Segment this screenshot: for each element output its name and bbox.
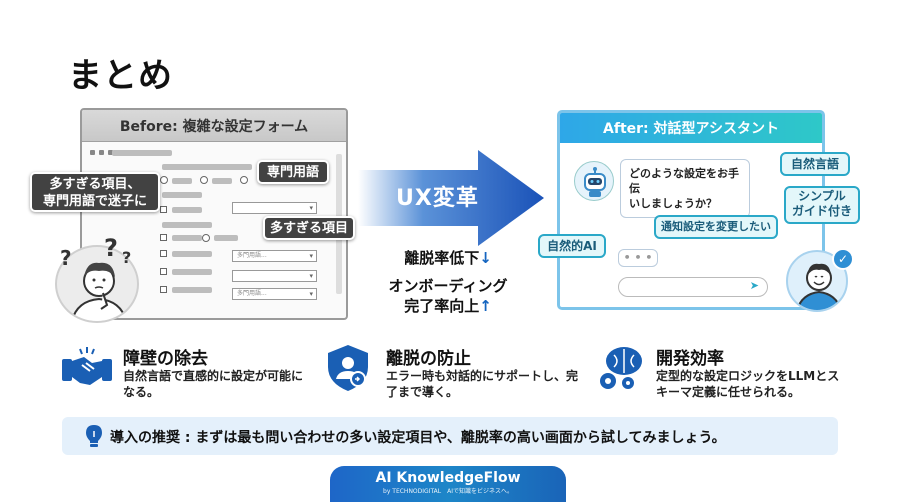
- benefit-title: 開発効率: [656, 349, 724, 369]
- radio-button[interactable]: [160, 176, 168, 184]
- form-line: [162, 164, 252, 170]
- ux-transform-label: UX変革: [396, 186, 479, 211]
- checkmark-icon: ✓: [832, 248, 854, 270]
- form-line: [214, 235, 238, 241]
- select-field[interactable]: 多門用語...: [232, 250, 317, 262]
- select-field[interactable]: [232, 202, 317, 214]
- checkbox[interactable]: [160, 250, 167, 257]
- confused-callout: 多すぎる項目、 専門用語で迷子に: [30, 172, 160, 212]
- form-line: [162, 222, 212, 228]
- question-mark-icon: ?: [104, 234, 118, 262]
- radio-button[interactable]: [240, 176, 248, 184]
- select-field[interactable]: 多門用語...: [232, 288, 317, 300]
- user-reply-bubble: 通知設定を変更したい: [654, 215, 778, 239]
- too-many-items-callout: 多すぎる項目: [263, 216, 355, 240]
- footer-brand: AI KnowledgeFlow by TECHNODIGITAL AIで知識を…: [330, 466, 566, 502]
- benefit-description: エラー時も対話的にサポートし、完了まで導く。: [386, 369, 579, 399]
- completion-rate-label: 完了率向上: [404, 297, 480, 315]
- benefit-description: 自然言語で直感的に設定が可能になる。: [123, 369, 304, 399]
- chat-input[interactable]: ➤: [618, 277, 768, 297]
- natural-ai-tag: 自然的AI: [538, 234, 606, 258]
- form-line: [172, 235, 202, 241]
- radio-button[interactable]: [200, 176, 208, 184]
- onboarding-metric: オンボーディング 完了率向上↑: [372, 276, 524, 316]
- brain-gear-icon: [594, 343, 644, 389]
- window-dots-icon: [90, 150, 113, 155]
- checkbox[interactable]: [160, 234, 167, 241]
- onboarding-label: オンボーディング: [388, 277, 508, 295]
- question-mark-icon: ?: [60, 246, 72, 270]
- brand-name: AI KnowledgeFlow: [375, 470, 521, 486]
- form-line: [112, 150, 172, 156]
- send-icon[interactable]: ➤: [749, 279, 759, 292]
- benefit-title: 離脱の防止: [386, 349, 471, 369]
- checkbox[interactable]: [160, 286, 167, 293]
- bot-question-bubble: どのような設定をお手伝 いしましょうか？: [620, 159, 750, 218]
- benefit-title: 障壁の除去: [123, 349, 208, 369]
- typing-indicator: • • •: [618, 249, 658, 267]
- after-panel: After: 対話型アシスタント どのような設定をお手伝 いしましょうか？ 通知…: [557, 110, 825, 310]
- question-mark-icon: ?: [122, 248, 132, 267]
- form-line: [212, 178, 232, 184]
- recommendation-banner: 導入の推奨 : まずは最も問い合わせの多い設定項目や、離脱率の高い画面から試して…: [62, 417, 838, 455]
- recommendation-text: 導入の推奨 : まずは最も問い合わせの多い設定項目や、離脱率の高い画面から試して…: [110, 430, 726, 446]
- robot-avatar-icon: [574, 161, 614, 201]
- shield-user-icon: [324, 343, 374, 391]
- bounce-rate-metric: 離脱率低下↓: [392, 248, 504, 268]
- benefit-description: 定型的な設定ロジックをLLMとスキーマ定義に任せられる。: [656, 369, 840, 399]
- checkbox[interactable]: [160, 206, 167, 213]
- brand-tagline: by TECHNODIGITAL AIで知識をビジネスへ。: [383, 488, 513, 495]
- checkbox[interactable]: [160, 268, 167, 275]
- simple-guided-tag: シンプル ガイド付き: [784, 186, 860, 224]
- lightbulb-icon: [84, 423, 104, 449]
- ux-transform-arrow-icon: [358, 150, 544, 246]
- radio-button[interactable]: [202, 234, 210, 242]
- form-line: [172, 269, 212, 275]
- handshake-icon: [60, 345, 112, 391]
- jargon-callout: 専門用語: [257, 160, 329, 184]
- select-field[interactable]: [232, 270, 317, 282]
- form-line: [172, 251, 212, 257]
- confused-person-icon: [55, 245, 139, 323]
- bounce-rate-label: 離脱率低下: [404, 249, 480, 267]
- form-line: [162, 192, 202, 198]
- before-header: Before: 複雑な設定フォーム: [82, 110, 346, 142]
- form-line: [172, 207, 202, 213]
- arrow-up-icon: ↑: [479, 297, 492, 315]
- arrow-down-icon: ↓: [479, 249, 492, 267]
- natural-language-tag: 自然言語: [780, 152, 850, 176]
- after-header: After: 対話型アシスタント: [560, 113, 822, 143]
- form-line: [172, 287, 212, 293]
- form-line: [172, 178, 192, 184]
- page-title: まとめ: [68, 56, 173, 96]
